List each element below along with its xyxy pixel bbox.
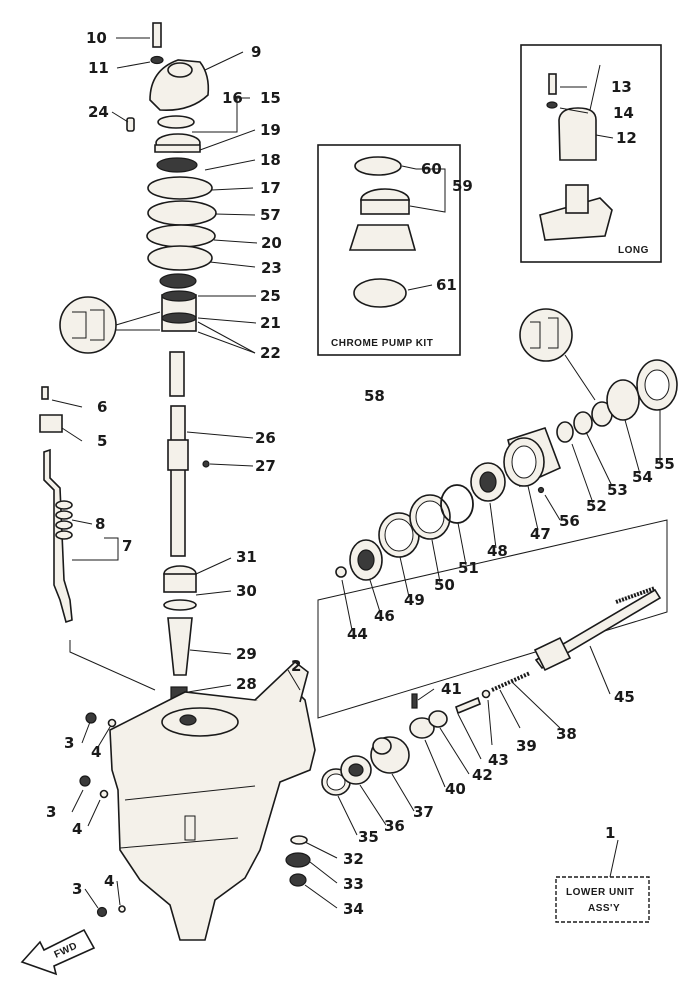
callout-24: 24 <box>88 103 109 121</box>
callout-50: 50 <box>434 576 455 594</box>
callout-4-top: 4 <box>91 743 101 761</box>
callout-37: 37 <box>413 803 434 821</box>
long-label: LONG <box>618 245 649 256</box>
callout-5: 5 <box>97 432 107 450</box>
callout-20: 20 <box>261 234 282 252</box>
callout-3-bottom: 3 <box>72 880 82 898</box>
callout-55: 55 <box>654 455 675 473</box>
callout-57: 57 <box>260 206 281 224</box>
callout-28: 28 <box>236 675 257 693</box>
callout-23: 23 <box>261 259 282 277</box>
callout-42: 42 <box>472 766 493 784</box>
callout-33: 33 <box>343 875 364 893</box>
callout-47: 47 <box>530 525 551 543</box>
callout-38: 38 <box>556 725 577 743</box>
callout-1: 1 <box>605 824 615 842</box>
callout-41: 41 <box>441 680 462 698</box>
long-variant-box <box>520 44 662 263</box>
callout-60: 60 <box>421 160 442 178</box>
callout-19: 19 <box>260 121 281 139</box>
callout-36: 36 <box>384 817 405 835</box>
callout-29: 29 <box>236 645 257 663</box>
callout-12: 12 <box>616 129 637 147</box>
callout-4-bottom: 4 <box>104 872 114 890</box>
lower-casing <box>69 640 316 941</box>
callout-18: 18 <box>260 151 281 169</box>
fwd-arrow: FWD <box>20 928 96 976</box>
callout-56: 56 <box>559 512 580 530</box>
callout-46: 46 <box>374 607 395 625</box>
callout-35: 35 <box>358 828 379 846</box>
callout-9: 9 <box>251 43 261 61</box>
callout-26: 26 <box>255 429 276 447</box>
callout-53: 53 <box>607 481 628 499</box>
callout-49: 49 <box>404 591 425 609</box>
pump-kit-parts <box>348 156 417 308</box>
callout-3-mid: 3 <box>46 803 56 821</box>
callout-32: 32 <box>343 850 364 868</box>
lower-unit-assy-box <box>555 876 650 923</box>
drive-shaft <box>163 351 210 702</box>
callout-17: 17 <box>260 179 281 197</box>
callout-61: 61 <box>436 276 457 294</box>
callout-45: 45 <box>614 688 635 706</box>
callout-13: 13 <box>611 78 632 96</box>
leader-lines <box>51 37 661 909</box>
callout-54: 54 <box>632 468 653 486</box>
forward-gear-group <box>321 671 531 796</box>
callout-48: 48 <box>487 542 508 560</box>
lower-unit-label-line1: LOWER UNIT <box>566 887 634 898</box>
callout-31: 31 <box>236 548 257 566</box>
callout-52: 52 <box>586 497 607 515</box>
callout-39: 39 <box>516 737 537 755</box>
water-pump-stack <box>126 22 217 332</box>
callout-27: 27 <box>255 457 276 475</box>
propeller-shaft <box>533 586 662 672</box>
callout-58: 58 <box>364 387 385 405</box>
callout-2: 2 <box>291 657 301 675</box>
callout-21: 21 <box>260 314 281 332</box>
callout-22: 22 <box>260 344 281 362</box>
callout-30: 30 <box>236 582 257 600</box>
clip-detail-circle <box>59 296 117 354</box>
shift-rod-assembly <box>39 386 73 624</box>
pinion-group <box>285 835 311 887</box>
callout-7: 7 <box>122 537 132 555</box>
callout-4-mid: 4 <box>72 820 82 838</box>
chrome-pump-kit-box <box>317 144 461 356</box>
reverse-gear-group <box>335 308 678 581</box>
callout-11: 11 <box>88 59 109 77</box>
callout-numbers: 10 11 9 16 15 24 19 18 17 57 20 23 25 21… <box>46 29 675 918</box>
callout-16: 16 <box>222 89 243 107</box>
callout-43: 43 <box>488 751 509 769</box>
propeller-shaft-group-outline <box>317 519 668 719</box>
callout-10: 10 <box>86 29 107 47</box>
callout-51: 51 <box>458 559 479 577</box>
clip-detail-circle-2 <box>519 308 573 362</box>
callout-40: 40 <box>445 780 466 798</box>
callout-6: 6 <box>97 398 107 416</box>
callout-14: 14 <box>613 104 634 122</box>
long-variant-parts <box>539 73 613 241</box>
callout-8: 8 <box>95 515 105 533</box>
callout-44: 44 <box>347 625 368 643</box>
callout-34: 34 <box>343 900 364 918</box>
chrome-pump-kit-label: CHROME PUMP KIT <box>331 338 433 349</box>
callout-3-top: 3 <box>64 734 74 752</box>
callout-15: 15 <box>260 89 281 107</box>
callout-25: 25 <box>260 287 281 305</box>
lower-unit-label-line2: ASS'Y <box>588 903 620 914</box>
callout-59: 59 <box>452 177 473 195</box>
